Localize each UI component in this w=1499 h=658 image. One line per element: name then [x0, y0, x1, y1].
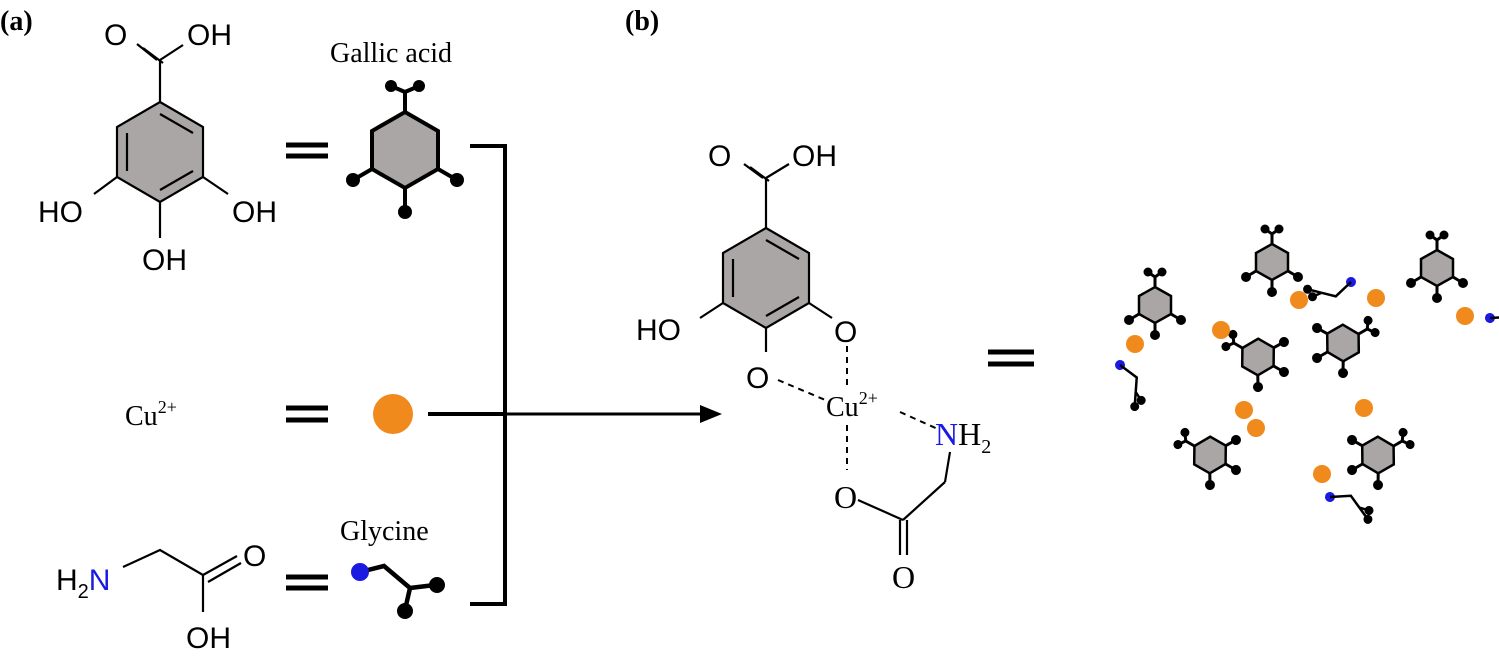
equals-sign-copper: [286, 405, 328, 423]
copper-dot-symbol: [373, 394, 413, 434]
gallic-acid-structure: O OH HO OH OH: [38, 19, 277, 277]
glycine-amine: H2N: [56, 564, 110, 603]
complex-carbonyl-o: O: [708, 140, 731, 173]
complex-o-right: O: [834, 316, 857, 349]
gallic-acid-symbol: [344, 78, 466, 221]
complex-copper: Cu2+: [826, 388, 878, 423]
complex-oh-top: OH: [792, 140, 837, 173]
glycine-oh: OH: [186, 622, 231, 655]
glycine-nitrogen-dot: [351, 563, 369, 581]
glycine-structure: H2N O OH: [56, 540, 266, 655]
gallic-oh-right: OH: [232, 196, 277, 229]
gallic-carbonyl-o: O: [104, 19, 127, 52]
equals-sign-glycine: [286, 574, 328, 591]
complex-o-double: O: [892, 559, 915, 595]
gallic-ho-left: HO: [38, 196, 83, 229]
panel-label-b: (b): [625, 6, 659, 37]
complex-nitrogen: NH2: [935, 416, 991, 458]
copper-complex-structure: O OH HO O O Cu2+ NH2 O O: [636, 140, 991, 595]
copper-ion-label: Cu2+: [125, 397, 177, 432]
gallic-oh-top: OH: [187, 19, 232, 52]
gallic-acid-name: Gallic acid: [330, 38, 452, 69]
complex-o-glycine: O: [834, 479, 857, 515]
reaction-arrow-head: [700, 405, 722, 423]
panel-label-a: (a): [0, 6, 33, 37]
gallic-oh-bottom: OH: [142, 244, 187, 277]
complex-o-left: O: [746, 362, 769, 395]
glycine-carbonyl-o: O: [243, 540, 266, 573]
equals-sign-gallic: [286, 142, 328, 159]
glycine-symbol: [351, 563, 445, 619]
combine-bracket: [470, 144, 507, 606]
complex-ho-left: HO: [636, 314, 681, 347]
glycine-name: Glycine: [340, 516, 429, 547]
equals-sign-network: [988, 349, 1034, 367]
coordination-network: [1100, 223, 1499, 537]
